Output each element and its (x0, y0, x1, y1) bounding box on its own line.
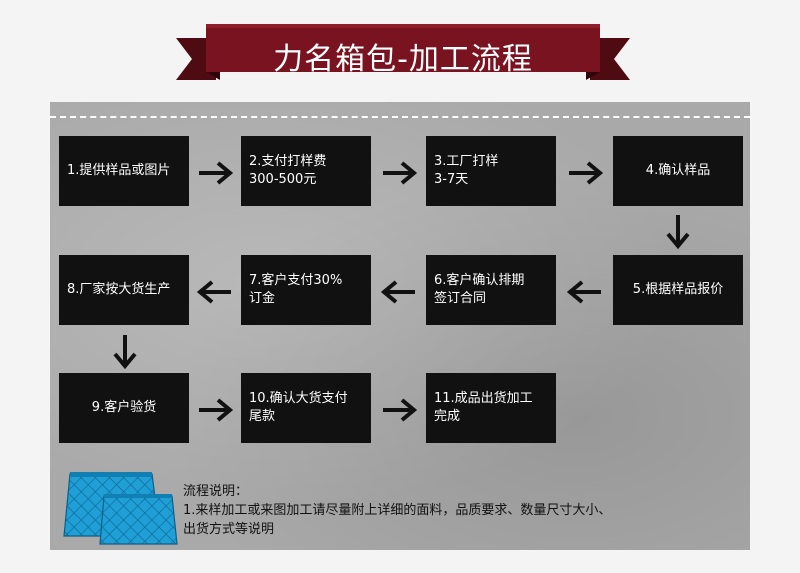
arrow-right-icon (199, 161, 234, 185)
arrow-left-icon (196, 280, 231, 304)
step-9: 9.客户验货 (59, 373, 189, 443)
step-11: 11.成品出货加工 完成 (426, 373, 556, 443)
arrow-right-icon (569, 161, 604, 185)
step-3: 3.工厂打样 3-7天 (426, 136, 556, 206)
step-7: 7.客户支付30% 订金 (241, 255, 371, 325)
arrow-down-icon (666, 215, 690, 250)
step-5: 5.根据样品报价 (613, 255, 743, 325)
arrow-right-icon (383, 161, 418, 185)
step-1: 1.提供样品或图片 (59, 136, 189, 206)
title-ribbon: 力名箱包-加工流程 (176, 16, 630, 90)
notes-line-2: 出货方式等说明 (183, 522, 275, 537)
dashed-divider (50, 116, 750, 118)
notes-line-1: 1.来样加工或来图加工请尽量附上详细的面料，品质要求、数量尺寸大小、 (183, 503, 612, 518)
arrow-down-icon (113, 335, 137, 370)
arrow-left-icon (380, 280, 415, 304)
step-2: 2.支付打样费 300-500元 (241, 136, 371, 206)
step-8: 8.厂家按大货生产 (59, 255, 189, 325)
step-10: 10.确认大货支付 尾款 (241, 373, 371, 443)
arrow-left-icon (566, 280, 601, 304)
notes-heading: 流程说明： (183, 484, 249, 499)
arrow-right-icon (199, 398, 234, 422)
step-6: 6.客户确认排期 签订合同 (426, 255, 556, 325)
process-notes: 流程说明： 1.来样加工或来图加工请尽量附上详细的面料，品质要求、数量尺寸大小、… (183, 482, 611, 539)
arrow-right-icon (383, 398, 418, 422)
step-4: 4.确认样品 (613, 136, 743, 206)
ribbon-shape (176, 24, 630, 80)
page-title: 力名箱包-加工流程 (273, 42, 533, 77)
cosmetic-bag-icon (63, 472, 178, 545)
